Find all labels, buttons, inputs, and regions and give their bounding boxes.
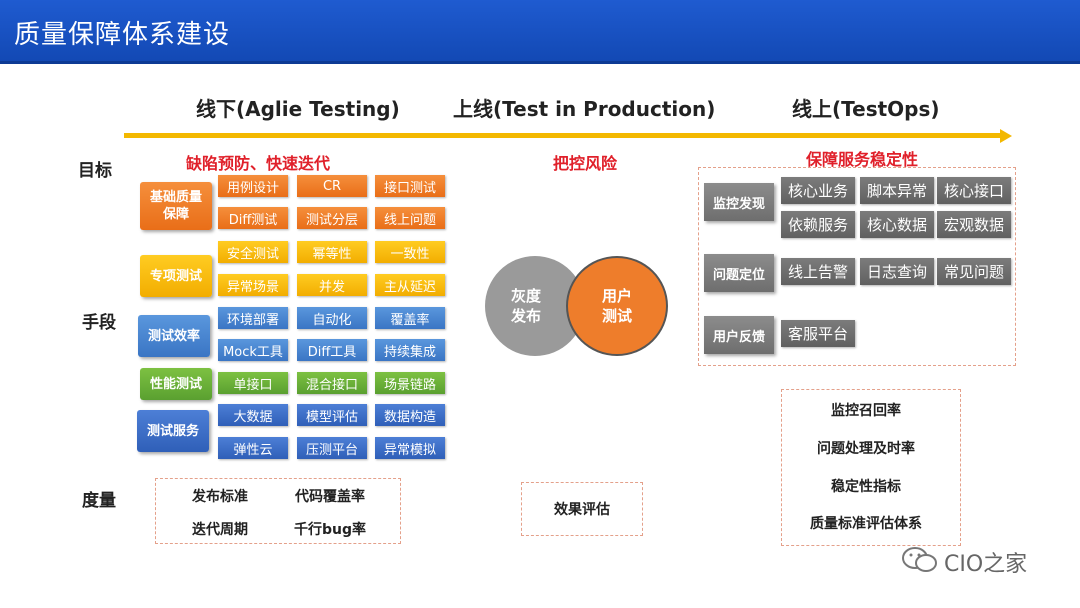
cell-test-layering: 测试分层 xyxy=(297,207,367,229)
cell-ci: 持续集成 xyxy=(375,339,445,361)
cell-scenario-chain: 场景链路 xyxy=(375,372,445,394)
cell-single-api: 单接口 xyxy=(218,372,288,394)
watermark-text: CIO之家 xyxy=(944,552,1028,577)
metric-monitor-recall: 监控召回率 xyxy=(831,403,901,419)
row-label-goal: 目标 xyxy=(78,161,112,181)
cell-coverage: 覆盖率 xyxy=(375,307,445,329)
cell-mixed-api: 混合接口 xyxy=(297,372,367,394)
timeline-arrow-line xyxy=(124,133,1004,138)
cell-diff-tool: Diff工具 xyxy=(297,339,367,361)
cell-security-test: 安全测试 xyxy=(218,241,288,263)
cell-dependency-service: 依赖服务 xyxy=(781,211,855,238)
metric-code-coverage: 代码覆盖率 xyxy=(295,489,365,505)
cell-replication-lag: 主从延迟 xyxy=(375,274,445,296)
category-basic-quality: 基础质量 保障 xyxy=(140,182,212,230)
row-label-means: 手段 xyxy=(82,313,116,333)
cell-concurrency: 并发 xyxy=(297,274,367,296)
title-bar: 质量保障体系建设 xyxy=(0,0,1080,64)
circle-gray-release-label: 灰度 发布 xyxy=(510,287,541,325)
category-performance-test: 性能测试 xyxy=(140,368,212,400)
cell-automation: 自动化 xyxy=(297,307,367,329)
cell-test-case-design: 用例设计 xyxy=(218,175,288,197)
phase-release: 上线(Test in Production) xyxy=(453,97,716,121)
category-test-efficiency: 测试效率 xyxy=(138,315,210,357)
metric-issue-timeliness: 问题处理及时率 xyxy=(817,441,915,457)
offline-metrics-box xyxy=(155,478,401,544)
cell-core-api: 核心接口 xyxy=(937,177,1011,204)
cell-big-data: 大数据 xyxy=(218,404,288,426)
timeline-arrow-head xyxy=(1000,129,1012,143)
cell-api-test: 接口测试 xyxy=(375,175,445,197)
goal-offline: 缺陷预防、快速迭代 xyxy=(186,154,331,173)
cell-exception-scenario: 异常场景 xyxy=(218,274,288,296)
cell-stress-platform: 压测平台 xyxy=(297,437,367,459)
cell-log-query: 日志查询 xyxy=(860,258,934,285)
cell-script-exception: 脚本异常 xyxy=(860,177,934,204)
cell-customer-service-platform: 客服平台 xyxy=(781,320,855,347)
cell-idempotency: 幂等性 xyxy=(297,241,367,263)
wechat-logo-icon xyxy=(900,545,940,575)
circle-user-testing: 用户 测试 xyxy=(566,256,668,356)
cell-elastic-cloud: 弹性云 xyxy=(218,437,288,459)
phase-online: 线上(TestOps) xyxy=(792,97,940,121)
category-special-test: 专项测试 xyxy=(140,255,212,297)
metric-bug-per-kloc: 千行bug率 xyxy=(293,522,366,538)
cell-model-eval: 模型评估 xyxy=(297,404,367,426)
page-title: 质量保障体系建设 xyxy=(14,20,231,50)
cell-env-deploy: 环境部署 xyxy=(218,307,288,329)
title-underline xyxy=(0,61,1080,64)
phase-offline: 线下(Aglie Testing) xyxy=(196,97,400,121)
category-user-feedback: 用户反馈 xyxy=(704,316,774,354)
metric-release-standard: 发布标准 xyxy=(192,489,248,505)
metric-iteration-cycle: 迭代周期 xyxy=(192,522,248,538)
cell-online-issues: 线上问题 xyxy=(375,207,445,229)
category-monitoring: 监控发现 xyxy=(704,183,774,221)
cell-fault-simulation: 异常模拟 xyxy=(375,437,445,459)
category-issue-locating: 问题定位 xyxy=(704,254,774,292)
cell-core-business: 核心业务 xyxy=(781,177,855,204)
cell-macro-data: 宏观数据 xyxy=(937,211,1011,238)
cell-diff-test: Diff测试 xyxy=(218,207,288,229)
cell-online-alert: 线上告警 xyxy=(781,258,855,285)
circle-user-testing-label: 用户 测试 xyxy=(601,287,632,325)
online-metrics-box xyxy=(781,389,961,546)
release-metric-box xyxy=(521,482,643,536)
row-label-metric: 度量 xyxy=(82,491,116,511)
goal-online: 保障服务稳定性 xyxy=(806,150,919,169)
cell-common-issues: 常见问题 xyxy=(937,258,1011,285)
metric-quality-standard: 质量标准评估体系 xyxy=(810,516,922,532)
metric-stability: 稳定性指标 xyxy=(831,479,901,495)
cell-mock-tool: Mock工具 xyxy=(218,339,288,361)
cell-cr: CR xyxy=(297,175,367,197)
cell-core-data: 核心数据 xyxy=(860,211,934,238)
online-means-box xyxy=(698,167,1016,366)
cell-consistency: 一致性 xyxy=(375,241,445,263)
goal-release: 把控风险 xyxy=(553,154,618,173)
category-test-service: 测试服务 xyxy=(137,410,209,452)
cell-data-construct: 数据构造 xyxy=(375,404,445,426)
metric-effect-eval: 效果评估 xyxy=(554,502,610,518)
